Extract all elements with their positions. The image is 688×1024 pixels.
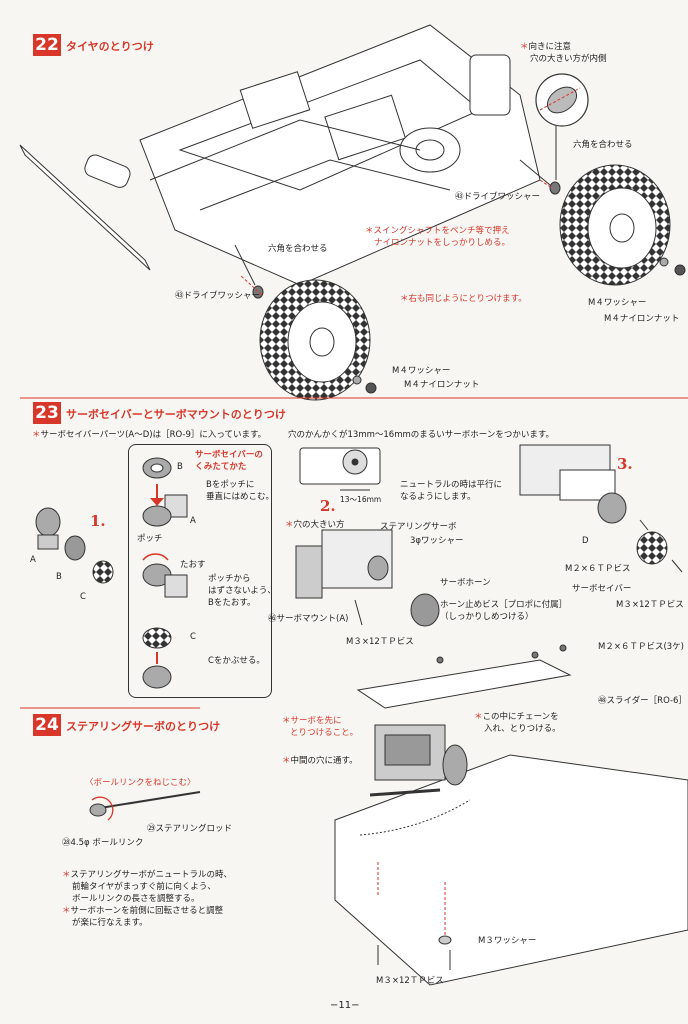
servo-horn-drawing [299, 447, 381, 491]
m4-washer-right-label: M４ワッシャー [588, 298, 647, 308]
servo-saver-parts-drawing [35, 507, 114, 584]
assembly-steps-drawing [142, 457, 188, 689]
middle-hole-note: ＊中間の穴に通す。 [282, 756, 358, 766]
horn-screw-line-2: （しっかりしめつける） [440, 612, 534, 622]
servo-install-drawing [334, 644, 688, 986]
direction-note: ＊向きに注意 [520, 42, 572, 52]
adjust-note-1-line-2: 前輪タイヤがまっすぐ前に向くよう、 [72, 882, 216, 892]
note-fold-2: はずさないよう、 [208, 586, 276, 596]
drive-washer-right-label: ㊸ドライブワッシャー [455, 192, 541, 202]
note-b-line-1: Bをポッチに [206, 480, 255, 490]
neutral-line-1: ニュートラルの時は平行に [400, 480, 503, 490]
steering-servo-label: ステアリングサーボ [380, 522, 457, 532]
servo-first-note: ＊サーボを先に [282, 716, 342, 726]
part-c-label: C [80, 592, 86, 602]
m4-nut-right-label: M４ナイロンナット [604, 314, 680, 324]
chassis-drawing [19, 24, 551, 286]
hex-align-right-label: 六角を合わせる [573, 140, 633, 150]
direction-note-title: 向きに注意 [528, 42, 572, 52]
swing-note-line-2: ナイロンナットをしっかりしめる。 [374, 238, 511, 248]
assembly-b-label: B [177, 462, 183, 472]
part-b-label: B [56, 572, 62, 582]
right-same-text: 右も同じようにとりつけます。 [408, 294, 527, 304]
servo-horn-label: サーボホーン [440, 578, 491, 588]
hex-align-left-label: 六角を合わせる [268, 244, 328, 254]
horn-screw-line-1: ホーン止めビス［プロポに付属］ [440, 600, 568, 610]
chain-note: ＊この中にチェーンを [474, 712, 559, 722]
pocchi-label: ポッチ [137, 534, 163, 544]
chain-note-line-2: 入れ、とりつける。 [484, 724, 561, 734]
sub-step-3: 3. [617, 455, 633, 473]
note-fold-3: Bをたおす。 [208, 598, 256, 608]
note-b-line-2: 垂直にはめこむ。 [206, 492, 275, 502]
servo-mount-drawing [295, 529, 440, 627]
note-fold-1: ポッチから [208, 574, 251, 584]
servo-first-line-1: サーボを先に [290, 716, 342, 726]
step-23-number: 23 [33, 402, 61, 424]
adjust-note-2-line-1: サーボホーンを前側に回転させると調整 [70, 906, 224, 916]
screw-m3x12-b-label: M３×12ＴＰビス [616, 600, 684, 610]
m4-washer-left-label: M４ワッシャー [392, 366, 451, 376]
m4-nut-left-label: M４ナイロンナット [404, 380, 480, 390]
adjust-note-2-line-2: が楽に行なえます。 [72, 918, 148, 928]
sub-step-1: 1. [90, 512, 106, 530]
step-24-number: 24 [33, 714, 61, 736]
direction-note-body: 穴の大きい方が内側 [530, 54, 607, 64]
step-23-title: サーボセイバーとサーボマウントのとりつけ [66, 408, 286, 421]
big-hole-note: ＊穴の大きい方 [285, 520, 345, 530]
ball-link-title: 〈ボールリンクをねじこむ〉 [85, 778, 196, 788]
servo-saver-install-drawing [519, 444, 683, 573]
adjust-note-1-line-1: ステアリングサーボがニュートラルの時、 [70, 870, 233, 880]
left-wheel-drawing [239, 274, 377, 401]
assembly-a-label: A [190, 516, 196, 526]
step-22-number: 22 [33, 34, 61, 56]
right-same-note: ＊右も同じようにとりつけます。 [400, 294, 527, 304]
ball-link-drawing [89, 791, 201, 821]
page-number: −11− [330, 1000, 360, 1011]
adjust-note-1-line-3: ボールリンクの長さを調整する。 [72, 894, 200, 904]
assembly-title-2: くみたてかた [195, 462, 247, 472]
swing-note-line-1: スイングシャフトをペンチ等で押え [373, 226, 510, 236]
note-cap: Cをかぶせる。 [208, 656, 265, 666]
right-wheel-drawing [539, 164, 686, 286]
slider-label: ㊽スライダー［RO-6］ [598, 696, 687, 706]
screw-m2x6-label: M２×６ＴＰビス [565, 564, 631, 574]
neutral-line-2: なるようにします。 [400, 492, 476, 502]
servo-mount-label: ㊻サーボマウント(A) [268, 614, 349, 624]
sub-step-2: 2. [320, 497, 336, 515]
step-22-title: タイヤのとりつけ [66, 40, 154, 53]
drive-washer-left-label: ㊸ドライブワッシャー [175, 291, 261, 301]
horn-note: 穴のかんかくが13mm〜16mmのまるいサーボホーンをつかいます。 [288, 430, 554, 440]
step-24-title: ステアリングサーボのとりつけ [66, 720, 221, 733]
middle-hole-text: 中間の穴に通す。 [290, 756, 358, 766]
parts-note-text: サーボセイバーパーツ(A〜D)は［RO-9］に入っています。 [40, 430, 267, 440]
washer-3phi-label: 3φワッシャー [410, 536, 464, 546]
parts-note: ＊サーボセイバーパーツ(A〜D)は［RO-9］に入っています。 [32, 430, 267, 440]
m3-washer-label: M３ワッシャー [478, 936, 537, 946]
part-a-label: A [30, 555, 36, 565]
screw-m2x6-3-label: M２×６ＴＰビス(3ケ) [598, 642, 684, 652]
horn-dimension: 13〜16mm [340, 495, 382, 504]
big-hole-text: 穴の大きい方 [293, 520, 345, 530]
assembly-guide-box [128, 444, 272, 698]
adjust-note-2: ＊サーボホーンを前側に回転させると調整 [62, 906, 224, 916]
swing-shaft-note: ＊スイングシャフトをペンチ等で押え [365, 226, 510, 236]
servo-saver-label: サーボセイバー [572, 584, 632, 594]
washer-detail-circle [535, 73, 589, 180]
part-d-label: D [582, 536, 589, 546]
assembly-title-1: サーボセイバーの [195, 450, 263, 460]
servo-first-line-2: とりつけること。 [290, 728, 359, 738]
steering-rod-label: ㉙ステアリングロッド [147, 824, 233, 834]
ball-link-label: ㉘4.5φ ボールリンク [62, 838, 144, 848]
screw-m3x12-bottom-label: M３×12ＴＰビス [376, 976, 444, 986]
screw-m3x12-label: M３×12ＴＰビス [346, 637, 414, 647]
adjust-note-1: ＊ステアリングサーボがニュートラルの時、 [62, 870, 233, 880]
assembly-c-label: C [190, 632, 196, 642]
taosu-label: たおす [180, 560, 206, 570]
chain-note-line-1: この中にチェーンを [482, 712, 559, 722]
